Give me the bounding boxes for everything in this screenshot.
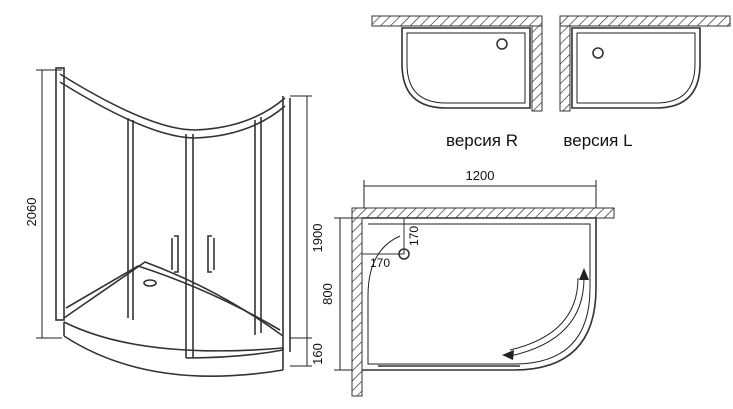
version-l-label: версия L — [563, 131, 632, 150]
dim-label-tray-height: 160 — [310, 343, 325, 365]
dim-label-width: 1200 — [466, 168, 495, 183]
dim-label-drain-x: 170 — [370, 256, 390, 270]
door-handle-right — [207, 235, 212, 273]
plan-tray-outline — [362, 217, 597, 371]
sliding-door-arc — [509, 277, 585, 357]
top-rail — [59, 73, 286, 131]
arrow-head-left — [502, 350, 514, 360]
drain-perspective — [143, 279, 157, 287]
dim-label-glass-height: 1900 — [310, 224, 325, 253]
version-l-drain — [592, 47, 604, 59]
version-r-back-wall — [371, 15, 543, 27]
plan-side-wall — [351, 217, 363, 397]
version-r-tray-inner — [406, 32, 526, 104]
top-rail-inner — [59, 81, 286, 139]
left-wall-post — [55, 67, 65, 321]
version-r-drain — [496, 38, 508, 50]
plan-view: 1200 800 170 170 — [320, 168, 615, 397]
plan-drain — [398, 248, 410, 260]
version-l-back-wall — [559, 15, 731, 27]
version-l-side-wall — [559, 25, 571, 112]
arrow-head-up — [579, 268, 589, 280]
plan-tray-inner — [367, 223, 591, 365]
version-l-tray — [571, 27, 701, 109]
perspective-view: 2060 1900 — [24, 67, 325, 377]
dim-label-total-height: 2060 — [24, 198, 39, 227]
dim-label-depth: 800 — [320, 283, 335, 305]
version-r-label: версия R — [446, 131, 518, 150]
version-l-diagram: версия L — [559, 15, 731, 150]
sliding-door-arc-inner — [509, 277, 579, 351]
version-l-tray-inner — [576, 32, 696, 104]
version-r-tray — [401, 27, 531, 109]
version-r-side-wall — [531, 25, 543, 112]
tray-top-edge-inner — [63, 261, 284, 337]
dim-label-drain-y: 170 — [407, 226, 421, 246]
tray-rim — [65, 265, 281, 331]
tray-front-curve — [63, 321, 284, 352]
tray-base-curve — [63, 335, 284, 377]
plan-back-wall — [351, 207, 615, 219]
door-handle-left — [174, 235, 179, 273]
door-bottom-track — [185, 349, 284, 359]
version-r-diagram: версия R — [371, 15, 543, 150]
